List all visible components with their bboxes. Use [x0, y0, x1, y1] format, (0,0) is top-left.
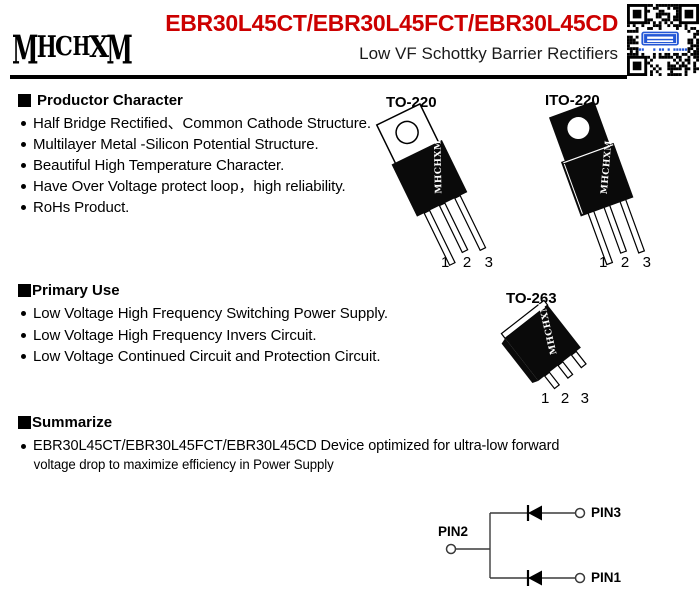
to220-body-logo: MHCHXM — [433, 139, 444, 193]
page-subtitle: Low VF Schottky Barrier Rectifiers — [359, 44, 618, 63]
pin1-terminal — [574, 572, 586, 584]
ito220-body-logo: MHCHXM — [600, 140, 615, 195]
svg-text:M: M — [12, 27, 38, 73]
pin-number: 1 — [441, 254, 450, 271]
summarize-text-line1: EBR30L45CT/EBR30L45FCT/EBR30L45CD Device… — [18, 438, 559, 454]
bullet-list: Low Voltage High Frequency Switching Pow… — [18, 303, 388, 368]
summarize-text-line2: voltage drop to maximize efficiency in P… — [33, 457, 334, 472]
to220-body — [391, 139, 468, 217]
pin3-terminal — [574, 507, 586, 519]
section-square-icon — [18, 94, 31, 107]
svg-text:H: H — [37, 29, 57, 64]
pin-number: 3 — [580, 390, 589, 407]
section-heading: Summarize — [18, 414, 559, 431]
ito220-pin-numbers: 1 2 3 — [599, 254, 651, 271]
list-item: Low Voltage Continued Circuit and Protec… — [18, 346, 388, 368]
diode-symbol-top — [526, 505, 542, 521]
svg-text:H: H — [72, 30, 90, 61]
page-title: EBR30L45CT/EBR30L45FCT/EBR30L45CD — [165, 10, 618, 36]
pin-number: 1 — [599, 254, 608, 271]
section-square-icon — [18, 284, 31, 297]
to263-lead3 — [570, 350, 587, 369]
to263-pin-numbers: 1 2 3 — [541, 390, 589, 407]
to263-side-edge — [501, 338, 539, 384]
list-item: Beautiful High Temperature Character. — [18, 155, 371, 176]
pin-number: 2 — [462, 254, 472, 271]
package-drawing-ito220: MHCHXM — [548, 101, 646, 266]
section-heading: Primary Use — [18, 282, 388, 299]
list-item: Half Bridge Rectified、Common Cathode Str… — [18, 113, 371, 134]
list-item: Have Over Voltage protect loop，high reli… — [18, 176, 371, 197]
section-heading-label: Productor Character — [37, 92, 183, 109]
ito220-mounting-hole — [567, 117, 590, 140]
to220-pin-numbers: 1 2 3 — [441, 254, 493, 271]
package-drawing-to220: MHCHXM — [375, 103, 487, 267]
circuit-pin3-label: PIN3 — [591, 505, 622, 520]
circuit-pin1-label: PIN1 — [591, 570, 622, 585]
circuit-pin2-label: PIN2 — [438, 524, 469, 539]
ito220-lead2 — [602, 203, 628, 254]
section-square-icon — [18, 416, 31, 429]
section-productor-character: Productor Character Half Bridge Rectifie… — [18, 92, 371, 218]
svg-text:M: M — [106, 27, 132, 73]
section-heading: Productor Character — [18, 92, 371, 109]
section-heading-label: Primary Use — [32, 282, 120, 299]
circuit-diagram — [445, 505, 586, 586]
ito220-body — [560, 142, 634, 217]
list-item: Multilayer Metal -Silicon Potential Stru… — [18, 134, 371, 155]
section-summarize: Summarize EBR30L45CT/EBR30L45FCT/EBR30L4… — [18, 414, 559, 472]
to220-mounting-hole — [395, 120, 419, 145]
list-item: Low Voltage High Frequency Invers Circui… — [18, 325, 388, 347]
pin-number: 1 — [541, 390, 550, 407]
section-primary-use: Primary Use Low Voltage High Frequency S… — [18, 282, 388, 368]
pin-number: 3 — [484, 254, 493, 271]
list-item: Low Voltage High Frequency Switching Pow… — [18, 303, 388, 325]
pin2-terminal — [445, 543, 457, 555]
to263-lead1 — [543, 371, 561, 390]
svg-text:C: C — [55, 30, 73, 61]
pin-number: 2 — [620, 254, 630, 271]
diode-symbol-bottom — [526, 570, 542, 586]
pin-number: 3 — [642, 254, 651, 271]
svg-text:X: X — [89, 29, 109, 64]
package-drawing-to263: MHCHXM — [500, 299, 587, 390]
bullet-list: Half Bridge Rectified、Common Cathode Str… — [18, 113, 371, 218]
package-label-to220: TO-220 — [386, 94, 437, 111]
pin-number: 2 — [560, 390, 570, 407]
to263-body — [505, 305, 581, 381]
list-item: RoHs Product. — [18, 197, 371, 218]
qr-code — [627, 4, 699, 80]
to263-lead2 — [557, 360, 574, 379]
section-heading-label: Summarize — [32, 414, 113, 431]
header-rule — [10, 75, 684, 79]
